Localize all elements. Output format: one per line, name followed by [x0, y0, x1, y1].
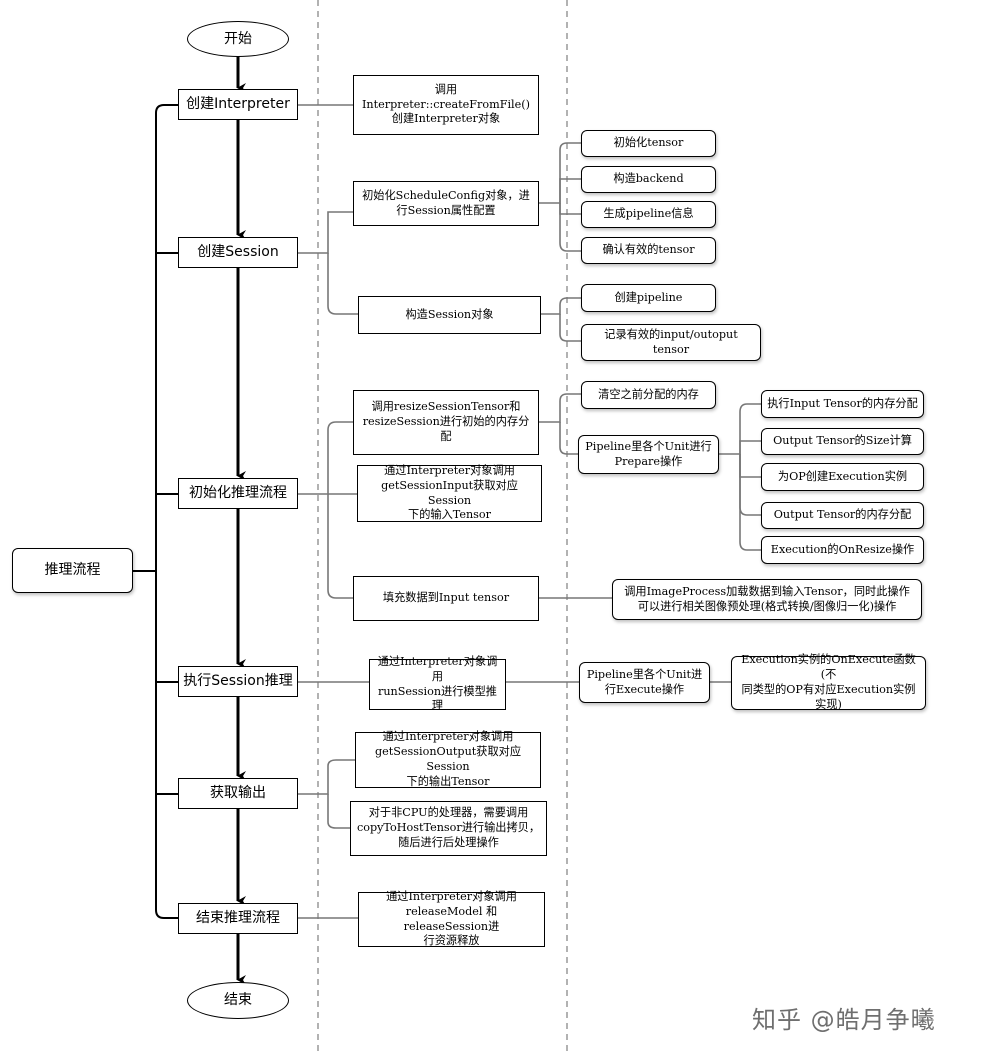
confirm-tensor-box: 确认有效的tensor: [581, 237, 716, 264]
record-tensor-box: 记录有效的input/outoput tensor: [581, 324, 761, 361]
init-inference-step: 初始化推理流程: [178, 478, 298, 509]
init-tensor-box: 初始化tensor: [581, 130, 716, 157]
resize-session-box: 调用resizeSessionTensor和 resizeSession进行初始…: [353, 390, 539, 455]
run-session-call-box: 通过Interpreter对象调用 runSession进行模型推理: [369, 655, 506, 712]
run-session-step: 执行Session推理: [178, 666, 298, 697]
create-pipeline-box: 创建pipeline: [581, 284, 716, 312]
clear-memory-box: 清空之前分配的内存: [581, 381, 716, 409]
on-resize-box: Execution的OnResize操作: [761, 536, 924, 564]
start-node: 开始: [187, 21, 289, 57]
construct-session-box: 构造Session对象: [358, 296, 541, 334]
create-execution-box: 为OP创建Execution实例: [761, 463, 924, 491]
end-node: 结束: [187, 982, 289, 1019]
pipeline-prepare-box: Pipeline里各个Unit进行 Prepare操作: [578, 435, 719, 474]
copy-to-host-box: 对于非CPU的处理器，需要调用 copyToHostTensor进行输出拷贝， …: [350, 801, 547, 856]
output-size-box: Output Tensor的Size计算: [761, 428, 924, 455]
output-alloc-box: Output Tensor的内存分配: [761, 502, 924, 529]
get-session-output-box: 通过Interpreter对象调用 getSessionOutput获取对应Se…: [355, 730, 541, 788]
image-process-box: 调用ImageProcess加载数据到输入Tensor，同时此操作 可以进行相关…: [612, 579, 922, 620]
create-from-file-box: 调用Interpreter::createFromFile() 创建Interp…: [353, 75, 539, 135]
gen-pipeline-info-box: 生成pipeline信息: [581, 201, 716, 228]
root-inference-node: 推理流程: [12, 548, 133, 593]
fill-input-box: 填充数据到Input tensor: [353, 576, 539, 621]
end-inference-step: 结束推理流程: [178, 903, 298, 934]
pipeline-execute-box: Pipeline里各个Unit进 行Execute操作: [579, 662, 710, 703]
construct-backend-box: 构造backend: [581, 166, 716, 193]
create-session-step: 创建Session: [178, 237, 298, 268]
create-interpreter-step: 创建Interpreter: [178, 89, 298, 120]
release-box: 通过Interpreter对象调用 releaseModel 和 release…: [358, 890, 545, 947]
watermark-text: 知乎 @皓月争曦: [752, 1006, 936, 1034]
get-session-input-box: 通过Interpreter对象调用 getSessionInput获取对应Ses…: [357, 464, 542, 522]
schedule-config-box: 初始化ScheduleConfig对象，进 行Session属性配置: [353, 181, 539, 226]
get-output-step: 获取输出: [178, 778, 298, 809]
on-execute-box: Execution实例的OnExecute函数(不 同类型的OP有对应Execu…: [731, 653, 926, 711]
input-alloc-box: 执行Input Tensor的内存分配: [761, 390, 924, 418]
